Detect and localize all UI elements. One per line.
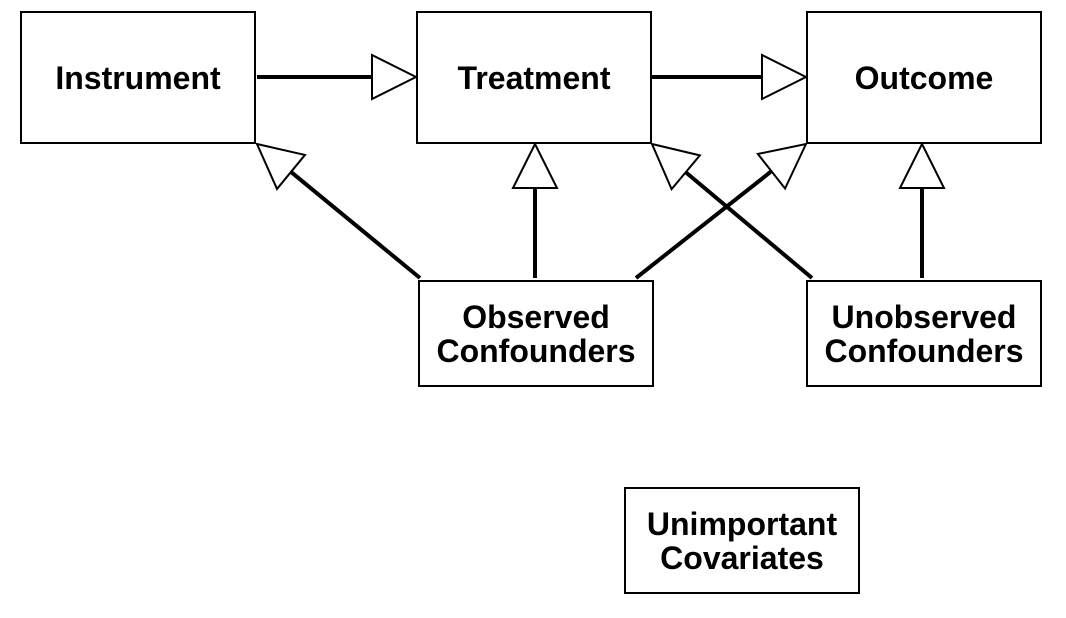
node-unobserved-confounders: Unobserved Confounders xyxy=(806,280,1042,387)
arrowhead-icon xyxy=(761,53,809,101)
arrowhead-icon xyxy=(650,142,702,191)
edge-line xyxy=(634,169,773,280)
edge-instrument-to-treatment xyxy=(257,53,419,101)
arrowhead-icon xyxy=(255,142,307,191)
node-instrument-label: Instrument xyxy=(55,59,221,96)
edge-unobserved-to-treatment xyxy=(650,142,814,280)
node-unimportant-covariates-label: Unimportant Covariates xyxy=(646,505,838,576)
node-unimportant-covariates: Unimportant Covariates xyxy=(624,487,860,594)
arrowhead-icon xyxy=(756,142,808,191)
edge-treatment-to-outcome xyxy=(652,53,809,101)
node-treatment-label: Treatment xyxy=(457,59,611,96)
edge-line xyxy=(684,170,814,280)
node-outcome: Outcome xyxy=(806,11,1042,144)
arrowhead-icon xyxy=(511,141,559,189)
edge-observed-to-instrument xyxy=(255,142,422,280)
node-instrument: Instrument xyxy=(20,11,256,144)
edge-line xyxy=(289,170,422,280)
node-observed-confounders: Observed Confounders xyxy=(418,280,654,387)
node-treatment: Treatment xyxy=(416,11,652,144)
arrowhead-icon xyxy=(898,141,946,189)
node-outcome-label: Outcome xyxy=(854,59,994,96)
arrowhead-icon xyxy=(371,53,419,101)
edge-observed-to-outcome xyxy=(634,142,808,280)
node-observed-confounders-label: Observed Confounders xyxy=(436,298,636,369)
edge-unobserved-to-outcome xyxy=(898,141,946,278)
edge-observed-to-treatment xyxy=(511,141,559,278)
node-unobserved-confounders-label: Unobserved Confounders xyxy=(824,298,1024,369)
